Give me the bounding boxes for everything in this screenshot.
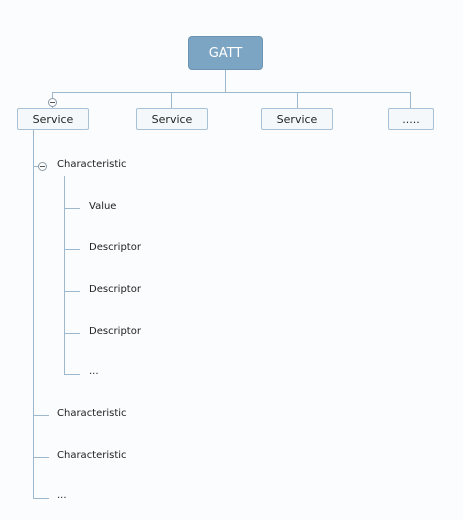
gatt-root-label: GATT xyxy=(208,45,243,61)
characteristic-2-branch xyxy=(33,415,49,416)
characteristic-label[interactable]: Characteristic xyxy=(57,159,127,170)
service-collapse-icon[interactable] xyxy=(48,98,57,107)
characteristic-collapse-icon[interactable] xyxy=(38,162,47,171)
ellipsis-child-label[interactable]: ... xyxy=(89,366,99,377)
descriptor-1-branch xyxy=(64,249,80,250)
ellipsis-characteristic-branch xyxy=(33,498,49,499)
service-3-connector xyxy=(297,92,298,108)
ellipsis-child-branch xyxy=(64,374,80,375)
descriptor-2-branch xyxy=(64,291,80,292)
characteristic-label[interactable]: Characteristic xyxy=(57,450,127,461)
service-node-4[interactable]: ..... xyxy=(388,108,434,130)
descriptor-label[interactable]: Descriptor xyxy=(89,326,141,337)
services-connector-horizontal xyxy=(52,92,411,93)
characteristic-1-branch xyxy=(33,166,38,167)
service-label: Service xyxy=(276,112,318,126)
characteristic-3-branch xyxy=(33,457,49,458)
descriptor-label[interactable]: Descriptor xyxy=(89,284,141,295)
service-label: ..... xyxy=(402,112,420,126)
service-label: Service xyxy=(151,112,193,126)
descriptor-label[interactable]: Descriptor xyxy=(89,242,141,253)
root-connector-vertical xyxy=(225,70,226,93)
service-label: Service xyxy=(32,112,74,126)
descriptor-3-branch xyxy=(64,333,80,334)
service-2-connector xyxy=(171,92,172,108)
service-node-1[interactable]: Service xyxy=(17,108,89,130)
gatt-root-node[interactable]: GATT xyxy=(188,36,263,70)
characteristic-label[interactable]: Characteristic xyxy=(57,408,127,419)
value-label[interactable]: Value xyxy=(89,201,117,212)
value-branch xyxy=(64,208,80,209)
characteristic-children-trunk xyxy=(64,176,65,374)
ellipsis-characteristic-label[interactable]: ... xyxy=(57,490,67,501)
service-4-connector xyxy=(410,92,411,108)
service-subtree-trunk xyxy=(33,130,34,498)
service-node-2[interactable]: Service xyxy=(136,108,208,130)
service-node-3[interactable]: Service xyxy=(261,108,333,130)
